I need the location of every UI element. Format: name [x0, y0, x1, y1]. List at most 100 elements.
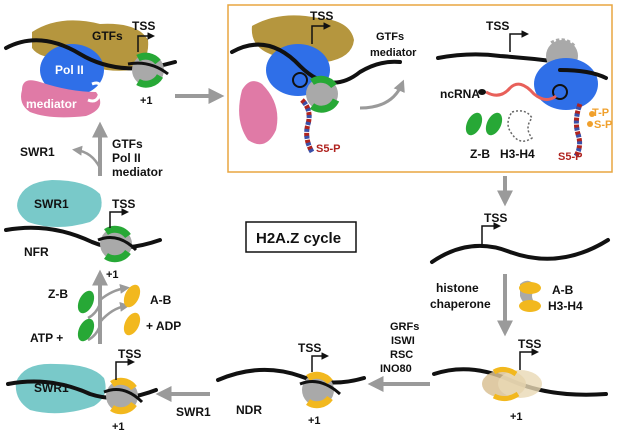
h3h4-ghost [507, 110, 534, 142]
atp-label: ATP + [30, 331, 63, 345]
pol2-ctd-loop [87, 81, 102, 103]
h2a-dimer [110, 377, 137, 391]
swr1-release-label: SWR1 [20, 145, 55, 159]
tss-arrow [311, 352, 329, 372]
dna-strand [436, 52, 562, 64]
plus-one-label: +1 [140, 95, 153, 107]
remodeler-iswi: ISWI [391, 335, 415, 347]
mediator-recruit-label: mediator [112, 165, 163, 179]
elongation-group: TSS ncRNA T-P S-P S5-P Z-B H3-H4 [436, 19, 612, 163]
swr1-label: SWR1 [34, 197, 69, 211]
ab-exchange-label: A-B [150, 293, 172, 307]
tss-arrow [509, 30, 529, 52]
tss-arrow [311, 22, 331, 44]
pol2-shape [534, 58, 598, 110]
ctd-tail [300, 98, 315, 154]
s5p-label: S5-P [316, 143, 340, 155]
canonical-nucleosome-group: TSS +1 [432, 337, 608, 423]
mediator-label: mediator [26, 97, 77, 111]
plus-one-label: +1 [510, 411, 523, 423]
h2az-dimer [136, 74, 164, 88]
swr1-complex [15, 363, 106, 414]
tss-arrow [109, 208, 129, 228]
phospho-mark [589, 111, 595, 117]
plus-one-label: +1 [106, 269, 119, 281]
tss-arrow [115, 358, 135, 380]
pol2-recruit-label: Pol II [112, 151, 141, 165]
h2a-monomer [519, 282, 541, 294]
preinitiation-box [227, 4, 613, 173]
h3h4-label: H3-H4 [500, 147, 535, 161]
h2a-dimer [306, 371, 333, 385]
dna-wrap [127, 61, 169, 76]
histone-label: histone [436, 281, 479, 295]
tss-label: TSS [486, 19, 509, 33]
cycle-title: H2A.Z cycle [256, 230, 341, 247]
h2az-dimer [309, 98, 340, 113]
remodeler-grfs: GRFs [390, 321, 419, 333]
h2az-monomer [77, 290, 95, 314]
h2a-monomer [519, 300, 541, 312]
h2az-monomer [77, 318, 95, 342]
ctd-tail [573, 103, 583, 158]
ab-label: A-B [552, 283, 574, 297]
ncrna-strand [485, 82, 557, 101]
tss-arrow [519, 348, 539, 370]
gtfs-recruit-label: GTFs [112, 137, 143, 151]
h2az-dimer [104, 225, 131, 239]
dna-wrap [299, 380, 342, 396]
zb-label: Z-B [470, 147, 490, 161]
remodeler-ino80: INO80 [380, 363, 412, 375]
h3h4-chaperone-label: H3-H4 [548, 299, 583, 313]
tss-label: TSS [484, 211, 507, 225]
pic-left-group: TSS +1 GTFs Pol II mediator [4, 19, 177, 118]
mediator-shape [21, 80, 101, 118]
pol2-active-site [552, 84, 568, 100]
rna-cap [478, 89, 486, 95]
evicted-dimer [550, 38, 577, 50]
tp-label: T-P [592, 107, 609, 119]
plus-one-label: +1 [112, 421, 125, 433]
ctd-tail [573, 103, 583, 158]
release-arrow [359, 79, 405, 110]
tss-label: TSS [310, 9, 333, 23]
h2az-monomer [485, 112, 503, 136]
dna-strand [216, 367, 366, 385]
exchange-branch [87, 325, 102, 342]
h2a-monomer [123, 284, 141, 308]
mediator-release-label: mediator [370, 47, 417, 59]
ncrna-label: ncRNA [440, 87, 480, 101]
dna-strand [430, 238, 610, 264]
tss-label: TSS [132, 19, 155, 33]
h2a-dimer [492, 391, 520, 402]
nfr-group: SWR1 TSS +1 NFR [4, 180, 162, 281]
h2a-dimer [306, 395, 333, 409]
phospho-mark [587, 121, 593, 127]
ndr-label: NDR [236, 403, 262, 417]
ctd-tail [300, 98, 315, 154]
tss-arrow [481, 222, 501, 246]
h2az-dimer [104, 249, 131, 263]
h2a-monomer [123, 312, 141, 336]
naked-dna-group: TSS [430, 211, 610, 264]
gtfs-label: GTFs [92, 29, 123, 43]
tss-label: TSS [518, 337, 541, 351]
dna-strand [4, 225, 162, 250]
adp-label: + ADP [146, 319, 181, 333]
remodeler-rsc: RSC [390, 349, 413, 361]
swr1-recruit-label: SWR1 [176, 405, 211, 419]
tss-label: TSS [118, 347, 141, 361]
dna-wrap [103, 388, 144, 404]
sp-label: S-P [594, 119, 612, 131]
gtfs-release-label: GTFs [376, 31, 404, 43]
nucleosome-shadow [498, 370, 542, 398]
h2a-dimer [492, 366, 518, 377]
chaperone-label: chaperone [430, 297, 491, 311]
swr1-release-arrow [72, 145, 102, 169]
exchange-branch [87, 303, 102, 320]
dna-strand [558, 68, 608, 80]
tss-label: TSS [112, 197, 135, 211]
pol2-active-site [292, 72, 308, 88]
exchange-branch [99, 301, 130, 323]
